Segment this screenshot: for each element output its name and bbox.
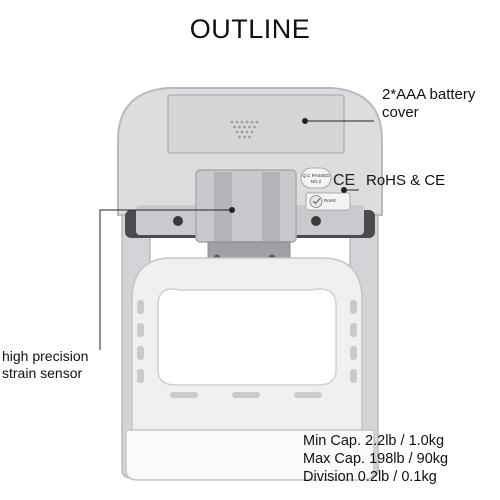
grip-handle <box>125 257 375 481</box>
certification-callout-dot <box>341 187 347 193</box>
spec-division: Division 0.2lb / 0.1kg <box>303 469 437 485</box>
spec-min-capacity: Min Cap. 2.2lb / 1.0kg <box>303 433 445 449</box>
screw-left <box>173 216 183 226</box>
qc-sticker: Q.C PASSED NO.2 <box>300 167 332 189</box>
battery-cover-callout: 2*AAA battery cover <box>382 86 475 122</box>
battery-callout-line2: cover <box>382 104 419 121</box>
rohs-badge: RoHS <box>305 192 351 211</box>
screw-right <box>311 216 321 226</box>
sensor-callout-line2: strain sensor <box>2 365 83 381</box>
battery-callout-line1: 2*AAA battery <box>382 86 476 103</box>
rohs-badge-text: RoHS <box>324 198 336 203</box>
battery-cover <box>167 94 345 154</box>
sensor-callout-dot <box>229 207 235 213</box>
sensor-callout-line <box>99 209 232 350</box>
certification-callout: RoHS & CE <box>366 172 446 189</box>
qc-passed-text: Q.C PASSED <box>302 173 330 178</box>
battery-callout-dot <box>302 118 308 124</box>
spec-max-capacity: Max Cap. 198lb / 90kg <box>303 451 449 467</box>
strain-sensor-callout: high precision strain sensor <box>2 348 88 382</box>
sensor-callout-line1: high precision <box>2 348 89 364</box>
capacity-specs: Min Cap. 2.2lb / 1.0kg Max Cap. 198lb / … <box>303 432 448 486</box>
callout-lines <box>99 118 374 350</box>
page-title: OUTLINE <box>189 14 311 44</box>
qc-number-text: NO.2 <box>311 179 322 184</box>
ce-mark: CE <box>333 172 355 189</box>
